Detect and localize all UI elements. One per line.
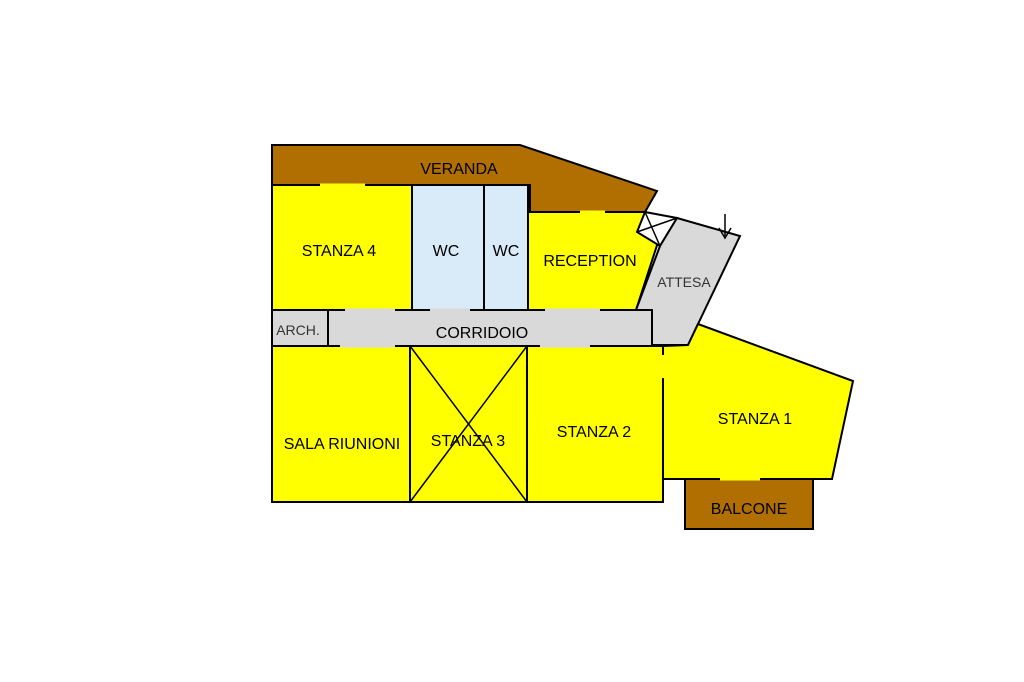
- stanza4-room: [271, 184, 413, 311]
- archivio-label: ARCH.: [276, 322, 320, 338]
- reception-room: [527, 211, 662, 311]
- stanza3-room: [409, 345, 528, 503]
- stanza1-label: STANZA 1: [718, 411, 792, 428]
- down-arrow-icon: [718, 214, 732, 240]
- reception-label: RECEPTION: [543, 253, 636, 270]
- balcone-area: [684, 478, 814, 530]
- sala-riunioni-label: SALA RIUNIONI: [284, 436, 400, 453]
- crossed-box-icon: [635, 210, 679, 248]
- stanza1-room: [662, 322, 855, 480]
- attesa-label: ATTESA: [657, 274, 711, 290]
- wc2-room: [483, 184, 529, 311]
- stanza3-label: STANZA 3: [431, 433, 505, 450]
- sala-riunioni-room: [271, 345, 411, 503]
- veranda-label: VERANDA: [420, 161, 498, 178]
- wc2-label: WC: [493, 243, 520, 260]
- door-openings: [320, 183, 760, 481]
- wc1-label: WC: [433, 243, 460, 260]
- stanza2-label: STANZA 2: [557, 424, 631, 441]
- corridoio-label: CORRIDOIO: [436, 325, 528, 342]
- stanza2-room: [526, 345, 664, 503]
- balcone-label: BALCONE: [711, 501, 787, 518]
- archivio-area: [271, 309, 329, 347]
- stanza4-label: STANZA 4: [302, 243, 376, 260]
